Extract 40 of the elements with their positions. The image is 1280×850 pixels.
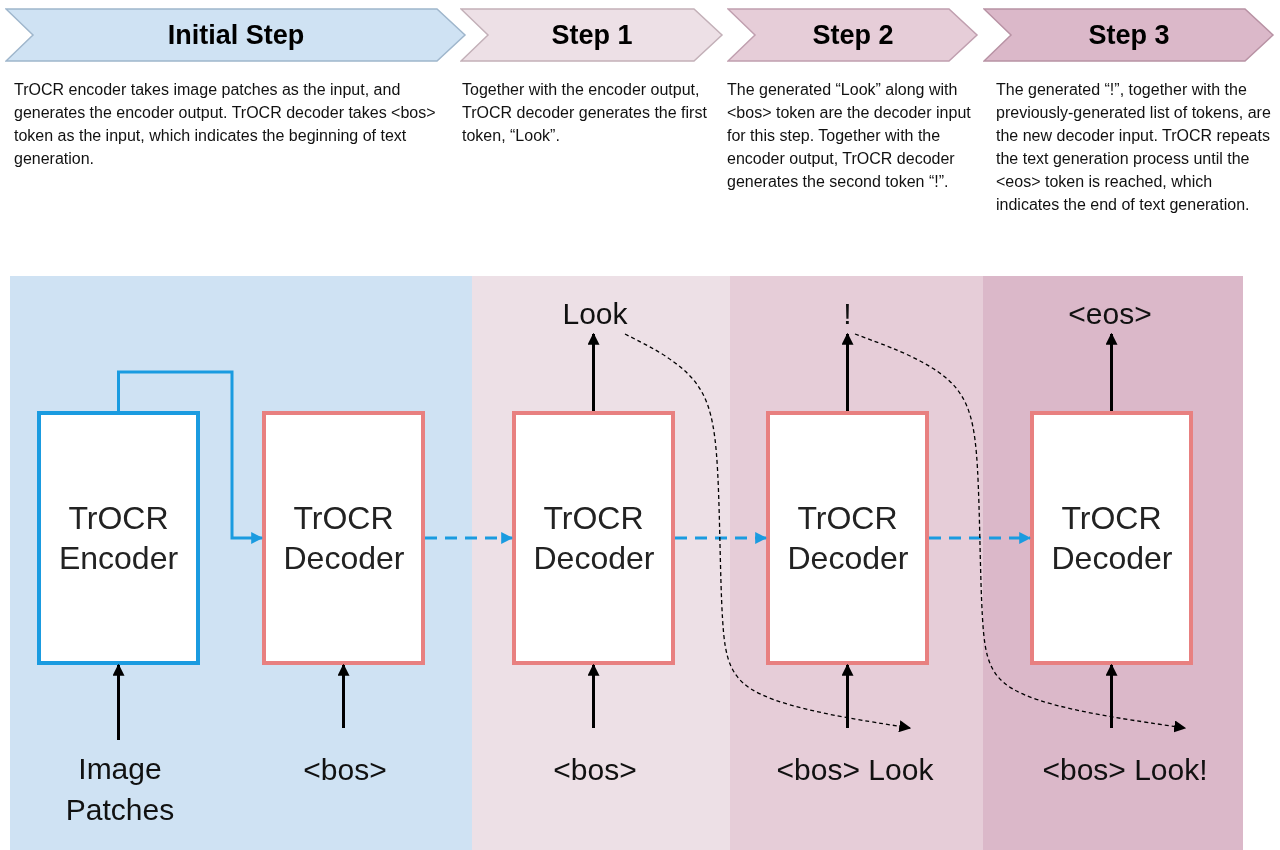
decoder-block [512, 411, 675, 665]
token-label: <eos> [1068, 296, 1152, 332]
step-description: Together with the encoder output, TrOCR decoder generates the first token, “Look”. [462, 80, 708, 146]
step-description: The generated “!”, together with the previously-generated list of tokens, are the new decoder input. TrOCR repeats the text generation process until the <eos> token is reached, which indicates the end of text generation. [996, 80, 1272, 215]
step-description: TrOCR encoder takes image patches as the input, and generates the encoder output. TrOCR decoder takes <bos> token as the input, which indicates the beginning of text generation. [14, 80, 437, 169]
token-label: Image Patches [64, 751, 176, 828]
token-label: Look [562, 296, 628, 332]
block-label: TrOCR Decoder [283, 499, 404, 578]
arrow [841, 332, 854, 411]
step-title: Step 1 [551, 19, 633, 51]
step-title: Step 3 [1088, 19, 1170, 51]
token-label: ! [843, 296, 852, 332]
block-label: TrOCR Encoder [58, 499, 179, 578]
arrow [1105, 663, 1118, 728]
token-label: <bos> [303, 752, 387, 788]
dashed-arrow [425, 532, 514, 544]
arrow [1105, 332, 1118, 411]
block-label: TrOCR Decoder [1051, 499, 1172, 578]
arrow [587, 332, 600, 411]
arrow [841, 663, 854, 728]
token-label: <bos> [553, 752, 637, 788]
dashed-arrow [624, 333, 912, 733]
decoder-block [1030, 411, 1193, 665]
token-label: <bos> Look [776, 752, 934, 788]
step-title: Initial Step [167, 19, 305, 51]
dashed-arrow [675, 532, 768, 544]
step-title: Step 2 [812, 19, 894, 51]
arrow [587, 663, 600, 728]
block-label: TrOCR Decoder [787, 499, 908, 578]
arrow [112, 663, 125, 740]
decoder-block [262, 411, 425, 665]
block-label: TrOCR Decoder [533, 499, 654, 578]
arrow [337, 663, 350, 728]
dashed-arrow [929, 532, 1032, 544]
token-label: <bos> Look! [1042, 752, 1208, 788]
step-description: The generated “Look” along with <bos> token are the decoder input for this step. Together with the encoder output, TrOCR decoder generates the second token “!”. [727, 80, 972, 192]
arrow [117, 370, 264, 544]
decoder-block [766, 411, 929, 665]
dashed-arrow [854, 333, 1187, 733]
encoder-block [37, 411, 200, 665]
